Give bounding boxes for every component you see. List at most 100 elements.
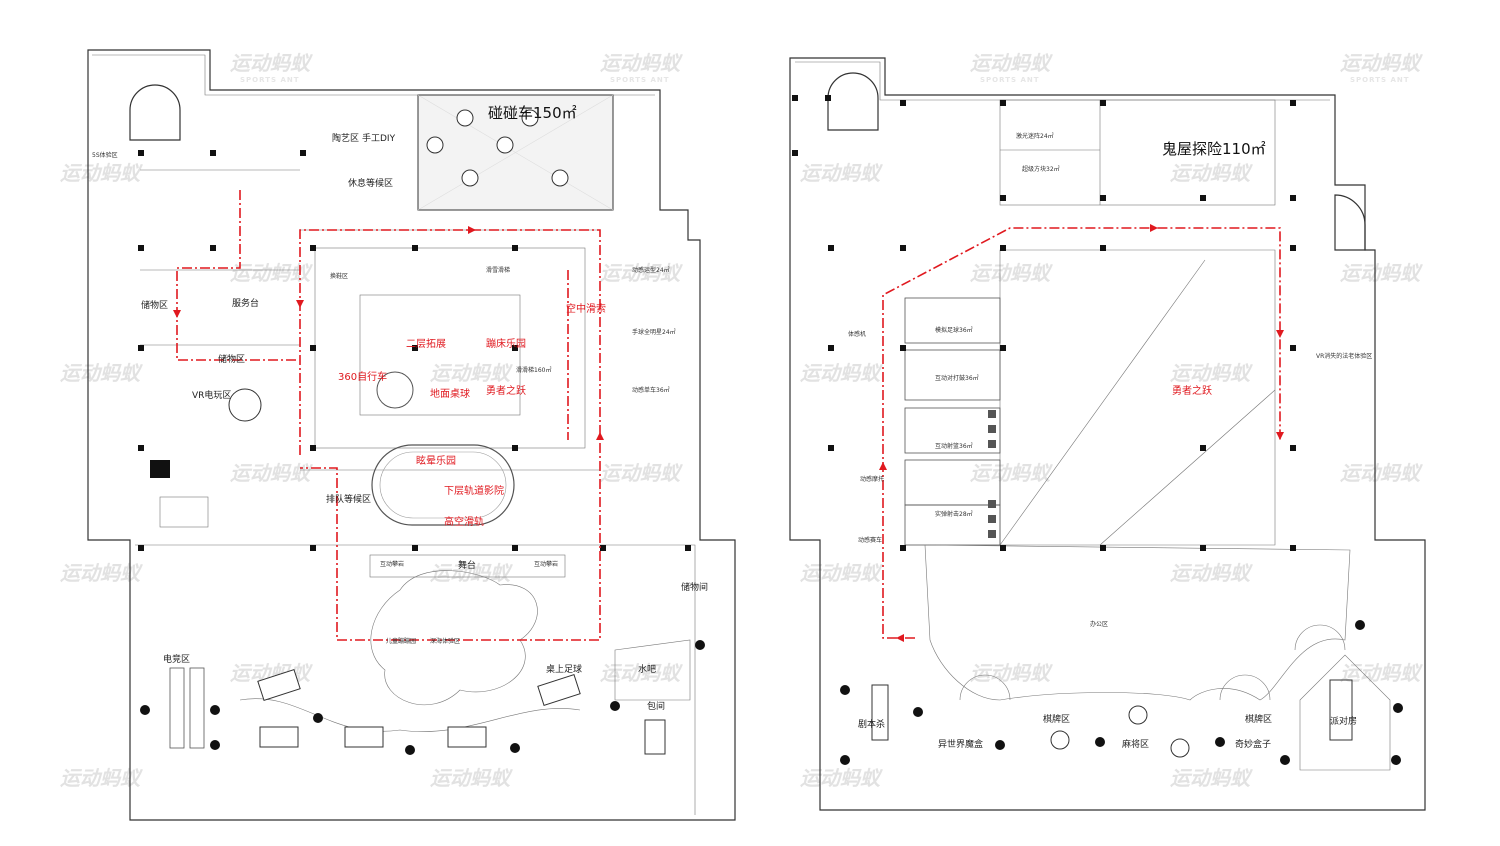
- label-shoe-area: 换鞋区: [330, 272, 348, 280]
- label-private-room: 包间: [647, 700, 665, 712]
- column-mark: [510, 743, 520, 753]
- left-inner-wall-top: [92, 54, 655, 96]
- red-label-floor-billiards: 地面桌球: [430, 387, 470, 400]
- watermark-text: 运动蚂蚁: [800, 561, 883, 585]
- column-mark: [1355, 620, 1365, 630]
- red-label-brave-leap: 勇者之跃: [486, 384, 526, 397]
- watermark-text: 运动蚂蚁: [1340, 51, 1423, 75]
- watermark-row-6: 运动蚂蚁 运动蚂蚁 运动蚂蚁 运动蚂蚁: [60, 561, 1253, 585]
- column-mark: [900, 100, 906, 106]
- column-mark: [1100, 100, 1106, 106]
- game-room-box: [904, 349, 1001, 401]
- label-magic-box: 奇妙盒子: [1235, 738, 1271, 750]
- column-mark: [792, 95, 798, 101]
- column-mark: [1000, 100, 1006, 106]
- label-vr-fire: VR消失的法老体验区: [1316, 352, 1372, 360]
- column-mark: [512, 445, 518, 451]
- watermark-text: 运动蚂蚁: [430, 361, 513, 385]
- column-mark: [840, 755, 850, 765]
- right-route-path: [882, 227, 1281, 639]
- left-outer-wall: [87, 49, 736, 821]
- stage-area: [369, 554, 566, 578]
- watermark-text: 运动蚂蚁: [600, 51, 683, 75]
- turntable-circle: [376, 371, 414, 409]
- column-mark: [138, 150, 144, 156]
- bumper-car-icon: [521, 109, 539, 127]
- script-table-icon: [871, 684, 889, 741]
- label-water-bar: 水吧: [638, 663, 656, 675]
- column-mark: [685, 545, 691, 551]
- column-mark: [210, 740, 220, 750]
- target-icon: [988, 425, 996, 433]
- route-arrow-icon: [1150, 224, 1158, 232]
- watermark-row-1: 运动蚂蚁 运动蚂蚁 运动蚂蚁 运动蚂蚁 SPORTS ANT SPORTS AN…: [230, 51, 1423, 84]
- label-motion-ride: 动感摩托: [860, 475, 884, 483]
- label-super-square: 超级方块32㎡: [1022, 165, 1060, 173]
- label-somatosensory: 体感机: [848, 330, 866, 338]
- pool-table-icon: [259, 726, 299, 748]
- right-stair-tower: [827, 72, 879, 131]
- column-mark: [313, 713, 323, 723]
- haunted-house-walls: [1000, 100, 1101, 205]
- round-booth: [959, 674, 1011, 701]
- label-interactive-drum: 互动对打鼓36㎡: [935, 374, 979, 382]
- column-mark: [913, 707, 923, 717]
- column-mark: [828, 345, 834, 351]
- vr-machine-icon: [228, 388, 262, 422]
- column-mark: [828, 445, 834, 451]
- column-mark: [138, 245, 144, 251]
- pool-table-icon: [344, 726, 384, 748]
- right-inner-wall-top: [795, 61, 1330, 101]
- label-esports: 电竞区: [163, 653, 190, 665]
- haunted-house-zone: [999, 99, 1276, 206]
- target-icon: [988, 410, 996, 418]
- mahjong-table-icon: [1170, 738, 1190, 758]
- route-arrow-icon: [468, 226, 476, 234]
- column-mark: [310, 545, 316, 551]
- column-mark: [1000, 245, 1006, 251]
- column-mark: [1095, 737, 1105, 747]
- label-pottery: 陶艺区: [332, 132, 359, 144]
- watermark-row-7: 运动蚂蚁 运动蚂蚁 运动蚂蚁 运动蚂蚁: [230, 661, 1423, 685]
- left-stair-tower: [129, 84, 181, 141]
- watermark-text: 运动蚂蚁: [970, 461, 1053, 485]
- round-booth: [1294, 624, 1346, 651]
- billiards-area: [359, 294, 521, 416]
- column-mark: [825, 95, 831, 101]
- watermark-text: 运动蚂蚁: [600, 261, 683, 285]
- red-label-cinema: 下层轨道影院: [444, 484, 504, 497]
- party-room: [1299, 654, 1391, 771]
- left-columns: [138, 150, 705, 755]
- label-storage-2: 储物区: [218, 353, 245, 365]
- column-mark: [138, 445, 144, 451]
- label-diy: 手工DIY: [362, 132, 396, 144]
- label-vr-zone: VR电玩区: [192, 389, 231, 401]
- bumper-car-icon: [496, 136, 514, 154]
- label-storage-1: 储物区: [141, 299, 168, 311]
- column-mark: [1290, 100, 1296, 106]
- left-route-branch: [176, 190, 298, 361]
- column-mark: [140, 705, 150, 715]
- rail-track-inner: [379, 451, 507, 519]
- right-game-targets: [988, 410, 996, 538]
- watermark-text: 运动蚂蚁: [970, 261, 1053, 285]
- watermark-row-2: 运动蚂蚁 运动蚂蚁 运动蚂蚁 运动蚂蚁: [60, 161, 1253, 185]
- watermark-text: 运动蚂蚁: [230, 261, 313, 285]
- pool-table-icon: [644, 719, 666, 755]
- column-mark: [1100, 245, 1106, 251]
- water-bar-counter: [614, 639, 691, 701]
- rail-track: [371, 444, 515, 526]
- game-room-box: [904, 504, 1001, 546]
- bumper-car-icon: [461, 169, 479, 187]
- label-foosball: 桌上足球: [546, 663, 582, 675]
- pool-table-icon: [257, 668, 301, 702]
- label-bumper-car: 碰碰车150㎡: [488, 104, 577, 122]
- route-arrow-icon: [1276, 432, 1284, 440]
- vr-seat-icon: [159, 496, 209, 528]
- label-slide-160: 滑滑梯160㎡: [516, 366, 551, 374]
- game-room-box: [904, 297, 1001, 344]
- watermark-text: 运动蚂蚁: [230, 461, 313, 485]
- watermark-text: 运动蚂蚁: [1170, 361, 1253, 385]
- label-laser-maze: 激光迷阵24㎡: [1016, 132, 1054, 140]
- pool-table-icon: [537, 673, 581, 707]
